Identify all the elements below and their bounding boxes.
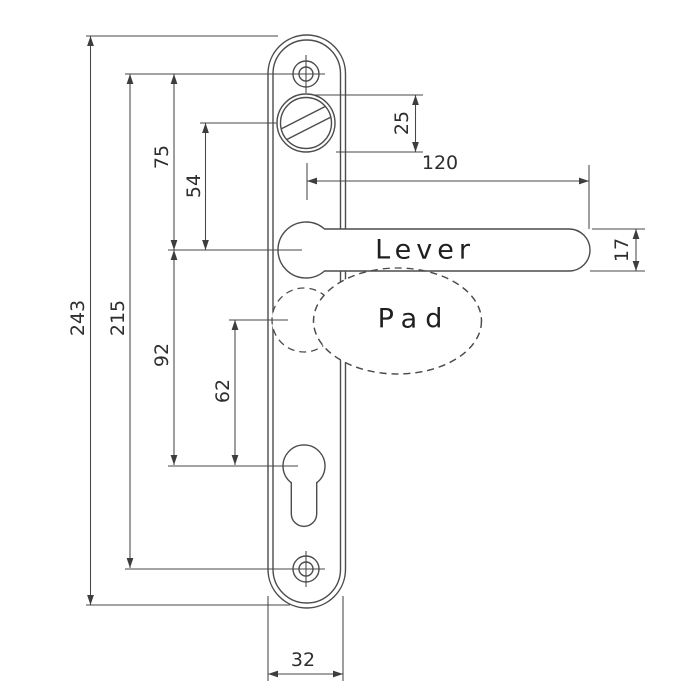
screw-cap-inner-circle <box>279 96 333 150</box>
spindle-screw-cap <box>276 93 336 153</box>
dimension-texts: 243 215 75 54 92 62 25 17 120 32 <box>67 111 633 671</box>
pad-label: Pad <box>378 304 451 335</box>
lever-handle-outline <box>277 221 591 279</box>
dim-screw-cap-diameter: 25 <box>391 111 413 135</box>
dim-backplate-width: 32 <box>291 649 315 671</box>
dim-lever-projection: 120 <box>422 152 458 174</box>
dim-top-screw-to-lever: 75 <box>151 145 173 169</box>
screw-slot-line <box>280 105 326 130</box>
dim-lever-to-cylinder: 92 <box>151 343 173 367</box>
lever-label: Lever <box>375 235 475 266</box>
dimension-lines <box>89 36 637 675</box>
dim-lever-section: 17 <box>611 238 633 262</box>
dim-spindle-to-lever: 54 <box>183 174 205 198</box>
dim-overall-height: 243 <box>67 300 89 336</box>
dim-pad-to-cylinder: 62 <box>212 379 234 403</box>
dim-fixing-screw-centres: 215 <box>107 300 129 336</box>
pad-grip-outline-overlay <box>312 267 483 375</box>
screw-cap-outer-circle <box>276 93 336 153</box>
part-labels: Lever Pad <box>375 235 475 335</box>
screw-slot-line <box>286 116 332 141</box>
euro-cylinder-keyhole <box>282 444 326 528</box>
